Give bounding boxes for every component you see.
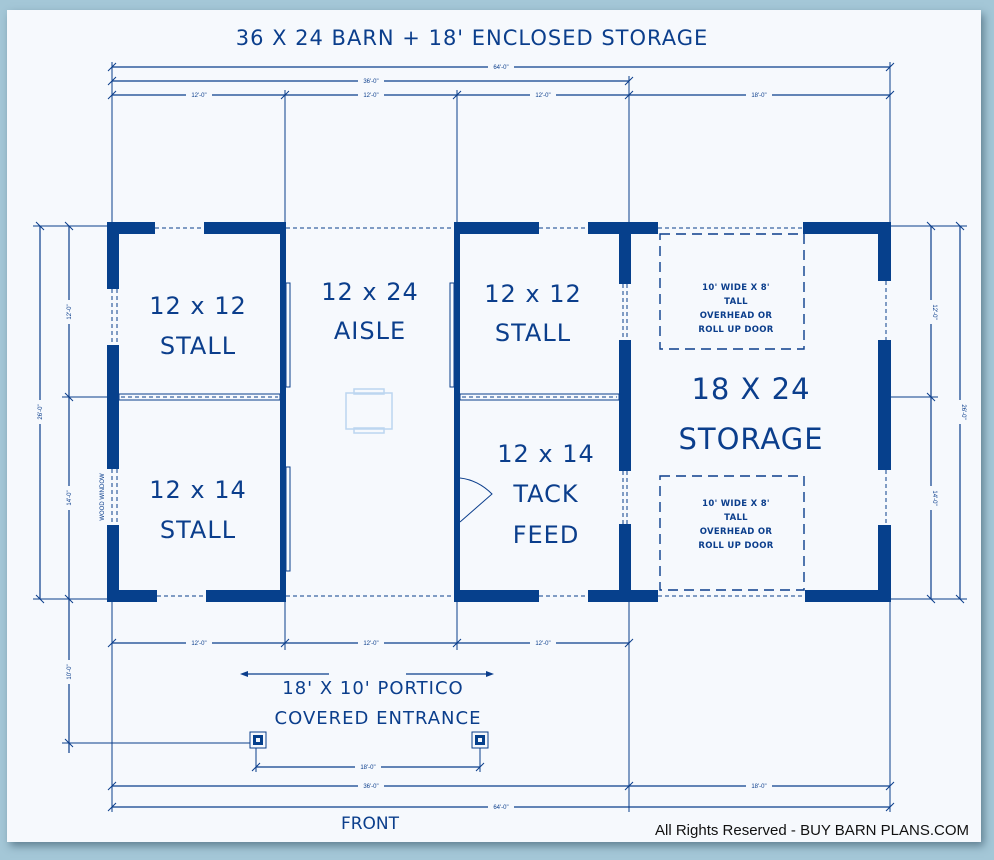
bottom-dimensions: 36'-0" 18'-0" 64'-0"	[107, 781, 895, 812]
svg-text:TALL: TALL	[724, 297, 748, 307]
dim-front-bay-2: 12'-0"	[363, 641, 378, 647]
dim-top-bay-3: 12'-0"	[535, 93, 550, 99]
room-size: 12 x 12	[484, 280, 582, 308]
svg-text:10' WIDE X 8': 10' WIDE X 8'	[702, 283, 770, 293]
dim-top-bay-4: 18'-0"	[751, 93, 766, 99]
room-stall-sw: 12 x 14 STALL	[149, 476, 247, 544]
dim-portico-width: 18'-0"	[360, 765, 375, 771]
dim-left-seg-2: 14'-0"	[67, 490, 73, 505]
post-left	[249, 731, 267, 749]
svg-text:OVERHEAD OR: OVERHEAD OR	[700, 527, 773, 537]
arrow-left-icon	[240, 671, 248, 677]
room-label: AISLE	[334, 317, 406, 345]
dim-bottom-storage: 18'-0"	[751, 784, 766, 790]
dim-front-bay-1: 12'-0"	[191, 641, 206, 647]
window-label: WOOD WINDOW	[100, 473, 106, 521]
plan-title: 36 X 24 BARN + 18' ENCLOSED STORAGE	[236, 26, 709, 50]
front-label: FRONT	[341, 814, 400, 834]
room-size: 12 x 14	[497, 440, 595, 468]
room-storage: 18 X 24 STORAGE	[678, 372, 823, 456]
dim-top-bay-1: 12'-0"	[191, 93, 206, 99]
room-size: 12 x 24	[321, 278, 419, 306]
dim-right-seg-1: 12'-0"	[931, 304, 937, 319]
arrow-right-icon	[486, 671, 494, 677]
room-size: 12 x 14	[149, 476, 247, 504]
left-dimensions: 26'-0" 12'-0" 14'-0" 10'-0"	[33, 221, 250, 753]
portico-area: 12'-0" 12'-0" 12'-0" 18' X 10' PORTICO C…	[107, 602, 891, 812]
dim-front-bay-3: 12'-0"	[535, 641, 550, 647]
portico-subtitle: COVERED ENTRANCE	[275, 708, 482, 729]
openings: WOOD WINDOW	[100, 227, 887, 597]
portico-title: 18' X 10' PORTICO	[282, 678, 463, 699]
dim-right-seg-2: 14'-0"	[931, 490, 937, 505]
top-dimensions: 64'-0" 36'-0" 12'-0" 12'-0" 12'-0" 18'-0…	[107, 62, 895, 222]
dim-bottom-overall: 64'-0"	[493, 805, 508, 811]
door-note-north: 10' WIDE X 8' TALL OVERHEAD OR ROLL UP D…	[698, 283, 773, 335]
room-label-1: TACK	[512, 480, 579, 508]
room-label: STALL	[160, 516, 236, 544]
dim-top-overall: 64'-0"	[493, 65, 508, 71]
dim-top-bay-2: 12'-0"	[363, 93, 378, 99]
room-tack-feed: 12 x 14 TACK FEED	[497, 440, 595, 549]
overhead-door-north	[659, 233, 805, 350]
svg-text:ROLL UP DOOR: ROLL UP DOOR	[698, 325, 773, 335]
svg-text:TALL: TALL	[724, 513, 748, 523]
dim-left-seg-1: 12'-0"	[67, 304, 73, 319]
dim-top-barn: 36'-0"	[363, 79, 378, 85]
dim-bottom-barn: 36'-0"	[363, 784, 378, 790]
svg-text:ROLL UP DOOR: ROLL UP DOOR	[698, 541, 773, 551]
drawing-sheet	[7, 10, 981, 842]
room-label: STORAGE	[678, 422, 823, 456]
right-dimensions: 12'-0" 14'-0" 26'-0"	[891, 221, 967, 604]
dim-portico-depth: 10'-0"	[67, 664, 73, 679]
overhead-door-south	[659, 475, 805, 591]
svg-text:OVERHEAD OR: OVERHEAD OR	[700, 311, 773, 321]
room-label-2: FEED	[513, 521, 580, 549]
tack-door-swing	[459, 477, 493, 523]
room-stall-nw: 12 x 12 STALL	[149, 292, 247, 360]
room-stall-ne: 12 x 12 STALL	[484, 280, 582, 347]
room-label: STALL	[160, 332, 236, 360]
room-label: STALL	[495, 319, 571, 347]
post-right	[471, 731, 489, 749]
room-size: 18 X 24	[691, 372, 810, 406]
door-note-south: 10' WIDE X 8' TALL OVERHEAD OR ROLL UP D…	[698, 499, 773, 551]
walls	[107, 222, 891, 602]
room-size: 12 x 12	[149, 292, 247, 320]
dim-right-overall: 26'-0"	[960, 404, 966, 419]
room-aisle: 12 x 24 AISLE	[321, 278, 419, 345]
copyright-footer: All Rights Reserved - BUY BARN PLANS.COM	[655, 822, 969, 839]
dim-left-overall: 26'-0"	[38, 404, 44, 419]
svg-text:10' WIDE X 8': 10' WIDE X 8'	[702, 499, 770, 509]
